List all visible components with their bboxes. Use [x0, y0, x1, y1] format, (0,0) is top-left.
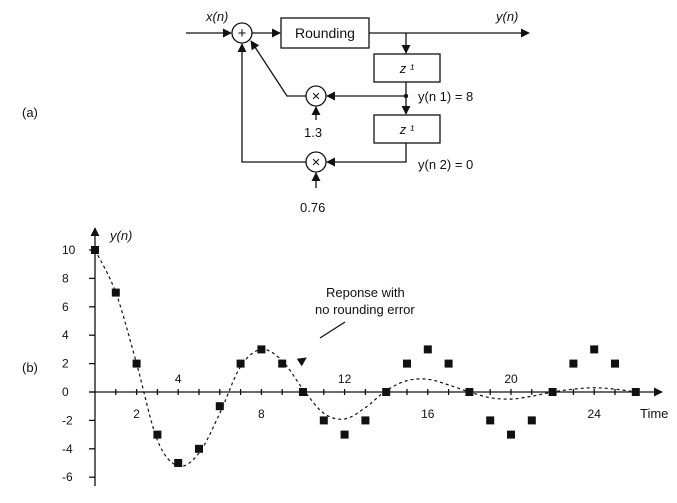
- rounded-sample-point: [361, 416, 370, 425]
- rounded-sample-point: [548, 388, 557, 396]
- feedback2-line: [237, 43, 306, 163]
- rounded-sample-point: [257, 345, 266, 354]
- y-tick-label: 6: [62, 300, 69, 314]
- rounded-sample-point: [569, 359, 578, 368]
- rounded-sample-point: [111, 288, 120, 297]
- y-tick-label: 10: [62, 243, 76, 257]
- rounded-sample-point: [91, 246, 99, 254]
- coef2-label: 0.76: [300, 200, 325, 215]
- x-tick-label: 4: [175, 372, 182, 386]
- block-diagram: (a) x(n) + Rounding y(n) z ¹ y(n 1) = 8 …: [22, 9, 530, 215]
- annotation-line2: no rounding error: [315, 302, 415, 317]
- x-tick-label: 20: [504, 372, 518, 386]
- output-label: y(n): [495, 9, 518, 24]
- rounded-sample-point: [153, 430, 162, 439]
- y-tick-label: -4: [62, 442, 73, 456]
- coef1-label: 1.3: [304, 125, 322, 140]
- x-tick-label: 12: [338, 372, 352, 386]
- delay1-block: [373, 53, 441, 83]
- curve-pointer: [296, 357, 307, 367]
- feedback1-line: [250, 40, 306, 97]
- annotation-pointer: [319, 321, 346, 339]
- rounded-sample-point: [132, 359, 141, 368]
- rounded-sample-point: [465, 388, 474, 396]
- rounded-sample-point: [403, 359, 411, 368]
- rounded-sample-point: [195, 444, 203, 453]
- multiplier2-symbol: ×: [312, 154, 321, 171]
- delay2-output-line: [326, 143, 407, 167]
- y-tick-label: 8: [62, 271, 69, 285]
- y-tick-label: 2: [62, 357, 69, 371]
- state2-label: y(n 2) = 0: [418, 157, 473, 172]
- rounded-sample-point: [486, 416, 495, 425]
- rounded-sample-point: [278, 359, 287, 368]
- rounded-sample-point: [423, 345, 432, 354]
- rounded-sample-point: [382, 388, 391, 396]
- y-tick-label: -2: [62, 413, 73, 427]
- adder-symbol: +: [238, 25, 247, 42]
- x-tick-label: 2: [133, 407, 140, 421]
- rounded-sample-point: [174, 459, 183, 467]
- delay2-block: [373, 114, 441, 144]
- rounded-sample-point: [215, 402, 224, 411]
- annotation-line1: Reponse with: [326, 285, 405, 300]
- state1-label: y(n 1) = 8: [418, 89, 473, 104]
- rounded-sample-point: [590, 345, 599, 354]
- rounded-sample-point: [236, 359, 245, 368]
- no-rounding-response-curve: [94, 249, 636, 467]
- y-axis-label: y(n): [109, 228, 132, 243]
- x-axis-label: Time: [640, 406, 668, 421]
- delay2-label: z ¹: [399, 122, 415, 137]
- x-tick-label: 8: [258, 407, 265, 421]
- y-tick-label: 0: [62, 385, 69, 399]
- input-label: x(n): [205, 9, 228, 24]
- x-tick-label: 24: [588, 407, 602, 421]
- rounded-sample-point: [507, 430, 515, 439]
- rounded-sample-point: [527, 416, 536, 425]
- rounded-sample-point: [444, 359, 453, 368]
- rounding-label: Rounding: [295, 25, 355, 41]
- rounded-sample-point: [319, 416, 328, 425]
- rounded-sample-point: [611, 359, 619, 368]
- rounded-sample-point: [299, 388, 307, 396]
- y-tick-label: -6: [62, 470, 73, 484]
- rounded-sample-point: [631, 388, 640, 396]
- x-tick-label: 16: [421, 407, 435, 421]
- rounded-sample-point: [340, 430, 349, 439]
- delay1-label: z ¹: [399, 61, 415, 76]
- panel-label-b: (b): [22, 360, 38, 375]
- panel-label-a: (a): [22, 105, 38, 120]
- y-tick-label: 4: [62, 328, 69, 342]
- chart-marks: [91, 246, 640, 467]
- y-ticks: 10 8 6 4 2 0 -2 -4 -6: [62, 243, 95, 484]
- multiplier1-symbol: ×: [312, 88, 321, 105]
